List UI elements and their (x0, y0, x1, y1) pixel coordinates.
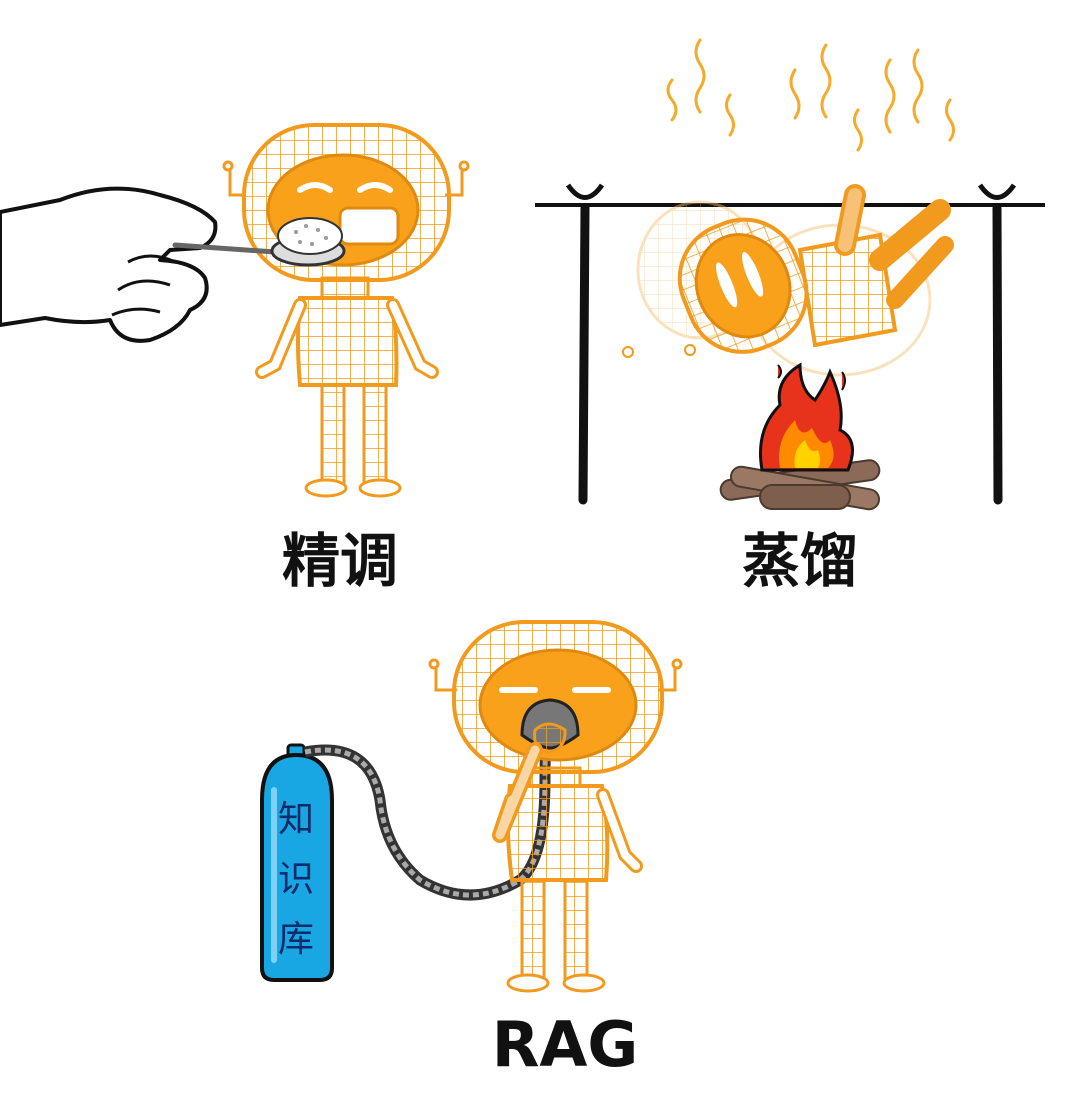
fire-icon (719, 362, 881, 511)
caption-distill: 蒸馏 (741, 527, 858, 595)
tank-label-char: 知 (277, 799, 314, 840)
hand-icon (0, 186, 218, 343)
robot-finetune (222, 123, 470, 498)
caption-rag: RAG (491, 1008, 639, 1081)
gas-tank-icon (260, 743, 334, 982)
rice-icon (277, 217, 343, 255)
roasting-spit-icon (535, 183, 1045, 505)
tank-label-char: 库 (277, 919, 314, 960)
tank-label: 知 识 库 (270, 790, 322, 970)
caption-finetune: 精调 (281, 527, 398, 595)
tank-label-char: 识 (277, 859, 314, 900)
robot-rag (428, 620, 683, 993)
robot-distill (622, 184, 954, 377)
steam-icon (666, 38, 955, 152)
